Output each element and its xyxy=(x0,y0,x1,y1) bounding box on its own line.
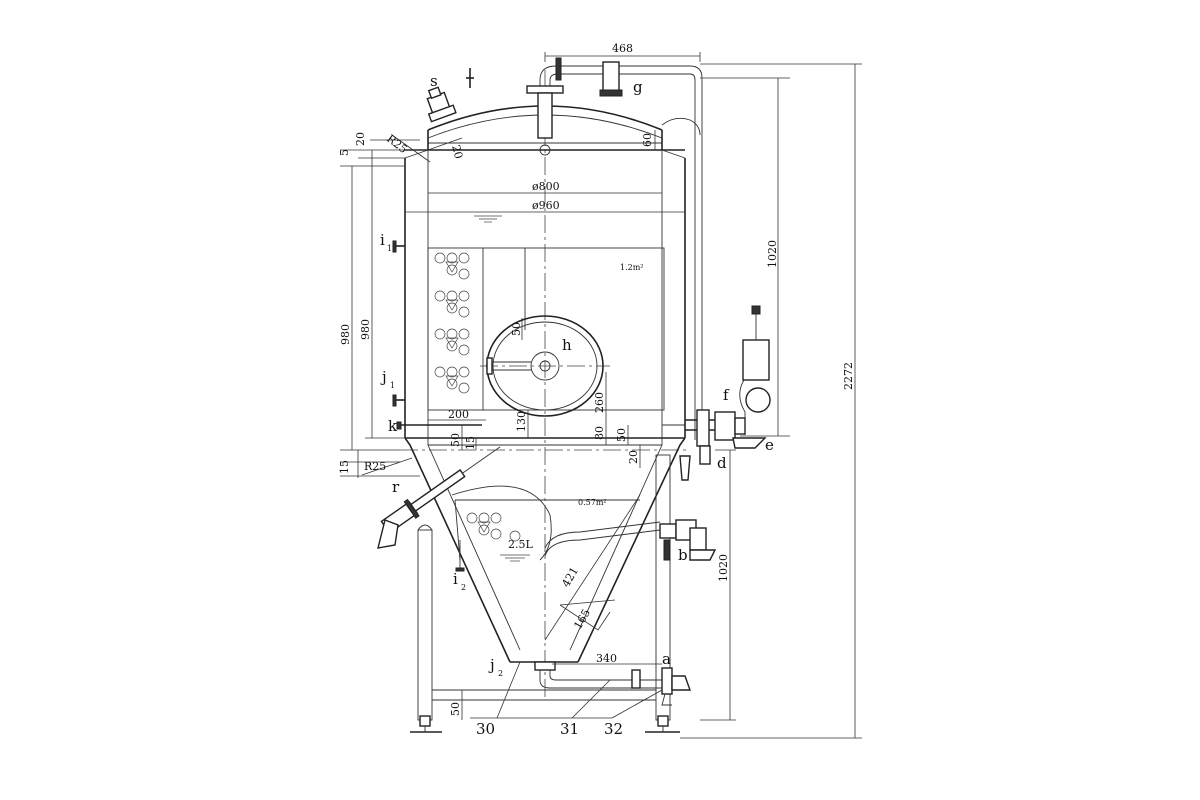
label-r: r xyxy=(392,478,400,496)
dim-50-manway: 50 xyxy=(510,322,523,336)
label-g: g xyxy=(633,78,643,96)
dim-340: 340 xyxy=(596,652,617,665)
dim-260: 260 xyxy=(593,392,606,413)
label-d: d xyxy=(717,454,727,472)
label-j2: j xyxy=(488,656,495,674)
label-i2: i xyxy=(453,570,458,588)
dim-130: 130 xyxy=(515,411,528,432)
dim-20-b: 20 xyxy=(627,450,640,464)
tank-cone xyxy=(404,437,686,663)
dim-980-inner: 980 xyxy=(359,319,372,340)
label-e: e xyxy=(765,436,774,454)
dim-d960: ø960 xyxy=(532,199,560,212)
dim-d800: ø800 xyxy=(532,180,560,193)
label-h: h xyxy=(562,336,572,354)
label-i1: i xyxy=(380,231,385,249)
callout-labels: s g h f e d b a r k i 1 j 1 i 2 j 2 30 3… xyxy=(380,72,774,738)
dim-1020-lower: 1020 xyxy=(717,554,730,582)
label-32: 32 xyxy=(604,720,623,738)
label-b: b xyxy=(678,546,688,564)
right-fittings xyxy=(659,305,771,561)
jacket-tube-symbols xyxy=(434,252,521,542)
label-j1-sub: 1 xyxy=(390,381,395,390)
label-30: 30 xyxy=(476,720,495,738)
center-lines xyxy=(400,70,690,700)
note-cone-volume: 2.5L xyxy=(508,538,533,551)
bottom-outlet-pipe xyxy=(534,661,691,706)
dim-60: 60 xyxy=(641,133,654,147)
dim-50-leg: 50 xyxy=(449,702,462,716)
legs-frame xyxy=(410,454,680,733)
dim-5: 5 xyxy=(338,149,351,156)
label-s: s xyxy=(430,72,438,90)
dim-r25-top: R25 xyxy=(384,132,410,156)
label-j1: j xyxy=(380,368,387,386)
label-j2-sub: 2 xyxy=(498,669,503,678)
label-i2-sub: 2 xyxy=(461,583,466,592)
dim-15-side: 15 xyxy=(338,460,351,474)
dim-r25-bottom: R25 xyxy=(364,460,386,473)
dim-980-outer: 980 xyxy=(339,324,352,345)
label-a: a xyxy=(662,650,671,668)
label-f: f xyxy=(723,386,730,404)
note-cone-area: 0.57m² xyxy=(578,498,607,507)
label-i1-sub: 1 xyxy=(387,244,392,253)
dim-20-top: 20 xyxy=(354,132,367,146)
dim-468: 468 xyxy=(612,42,633,55)
dim-200: 200 xyxy=(448,408,469,421)
dim-15-a: 15 xyxy=(464,436,477,450)
dim-80: 80 xyxy=(593,426,606,440)
dim-50-b: 50 xyxy=(615,428,628,442)
note-jacket-area: 1.2m² xyxy=(620,263,644,272)
dim-50-a: 50 xyxy=(449,433,462,447)
dimension-text: 468 1020 2272 1020 980 980 5 20 R25 20 6… xyxy=(338,42,855,716)
top-fittings xyxy=(426,57,703,440)
manway xyxy=(486,315,604,417)
dim-165: 165 xyxy=(571,607,593,632)
dim-421: 421 xyxy=(559,565,581,590)
notes: 1.2m² 0.57m² 2.5L xyxy=(508,263,644,551)
dim-angle-20: 20 xyxy=(449,143,465,160)
dim-2272: 2272 xyxy=(842,362,855,390)
label-31: 31 xyxy=(560,720,579,738)
left-fittings xyxy=(377,240,501,572)
label-k: k xyxy=(388,417,398,435)
dim-1020-upper: 1020 xyxy=(766,240,779,268)
dimension-lines xyxy=(340,52,862,739)
